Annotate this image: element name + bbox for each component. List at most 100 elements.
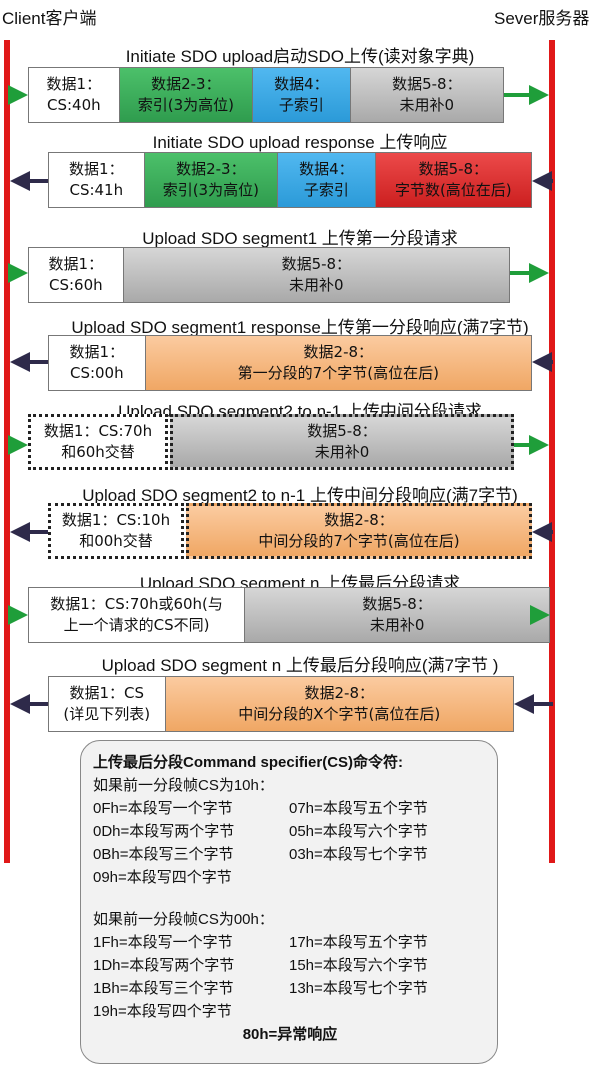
- note-title: 上传最后分段Command specifier(CS)命令符:: [93, 754, 404, 771]
- cs-entry: 03h=本段写七个字节: [289, 846, 428, 863]
- data-field: 数据5-8： 未用补0: [122, 248, 509, 302]
- field-label: 数据5-8：: [281, 255, 352, 273]
- field-label: 数据2-8：: [304, 684, 375, 702]
- cs-row: 19h=本段写四个字节: [93, 1000, 487, 1023]
- message-frame: 数据1：CS (详见下列表) 数据2-8： 中间分段的X个字节(高位在后): [48, 676, 514, 732]
- data-field: 数据1： CS:40h: [29, 68, 119, 122]
- data-field: 数据2-3： 索引(3为高位): [118, 68, 253, 122]
- field-value: 未用补0: [369, 616, 425, 634]
- message-frame: 数据1： CS:60h 数据5-8： 未用补0: [28, 247, 510, 303]
- message-title: Initiate SDO upload启动SDO上传(读对象字典): [125, 47, 475, 66]
- data-field: 数据1： CS:41h: [49, 153, 144, 207]
- cs-entry: 17h=本段写五个字节: [289, 934, 428, 951]
- field-value: CS:00h: [69, 364, 124, 382]
- note-group2-heading: 如果前一分段帧CS为00h：: [93, 911, 274, 928]
- arrow-tail: [514, 694, 553, 714]
- field-value: (详见下列表): [63, 705, 151, 723]
- message-title: Upload SDO segment1 response上传第一分段响应(满7字…: [71, 318, 529, 337]
- message-title: Upload SDO segment n 上传最后分段响应(满7字节 ): [101, 656, 499, 675]
- cs-entry: 1Fh=本段写一个字节: [93, 934, 233, 951]
- field-label: 数据1：: [69, 160, 124, 178]
- message-frame: 数据1： CS:41h 数据2-3： 索引(3为高位) 数据4： 子索引 数据5-8： 字节数…: [48, 152, 532, 208]
- field-value: 未用补0: [289, 276, 344, 294]
- message-title: Upload SDO segment1 上传第一分段请求: [142, 229, 458, 248]
- field-value: CS:60h: [48, 276, 103, 294]
- field-value: 未用补0: [399, 96, 455, 114]
- field-label: 数据1：: [69, 343, 125, 361]
- data-field: 数据2-8： 中间分段的X个字节(高位在后): [164, 677, 513, 731]
- arrow-left-icon: [10, 171, 48, 191]
- field-value: 上一个请求的CS不同): [63, 616, 210, 634]
- data-field: 数据5-8： 字节数(高位在后): [374, 153, 531, 207]
- message-frame: 数据1：CS:10h 和00h交替 数据2-8： 中间分段的7个字节(高位在后): [48, 503, 532, 559]
- data-field: 数据5-8： 未用补0: [244, 588, 549, 642]
- data-field: 数据2-8：第一分段的7个字节(高位在后): [144, 336, 531, 390]
- arrow-tail: [532, 171, 553, 191]
- field-label: 数据1：CS:10h: [61, 511, 171, 529]
- field-label: 数据5-8：: [362, 595, 432, 613]
- field-label: 数据2-8：: [324, 511, 394, 529]
- arrow-left-icon: [10, 694, 48, 714]
- field-label: 数据5-8：: [392, 75, 462, 93]
- field-label: 数据2-3：: [176, 160, 246, 178]
- cs-row: 0Fh=本段写一个字节 07h=本段写五个字节: [93, 797, 487, 820]
- server-label: Sever服务器: [494, 9, 590, 28]
- message-frame: 数据1：CS:70h或60h(与上一个请求的CS不同) 数据5-8： 未用补0: [28, 587, 550, 643]
- data-field: 数据2-3： 索引(3为高位): [143, 153, 278, 207]
- message-frame: 数据1： CS:40h 数据2-3： 索引(3为高位) 数据4：子索引 数据5-8： 未用补…: [28, 67, 504, 123]
- field-label: 数据1：: [48, 255, 104, 273]
- note-group1-heading: 如果前一分段帧CS为10h：: [93, 777, 274, 794]
- cs-entry: 05h=本段写六个字节: [289, 823, 428, 840]
- client-lifeline: [4, 40, 10, 863]
- field-label: 数据1：CS:70h: [43, 422, 153, 440]
- cs-entry: 1Dh=本段写两个字节: [93, 957, 235, 974]
- field-value: 子索引: [303, 181, 349, 199]
- arrow-tail: [8, 435, 28, 455]
- cs-note-box: 上传最后分段Command specifier(CS)命令符: 如果前一分段帧C…: [80, 740, 498, 1064]
- field-label: 数据5-8：: [418, 160, 489, 178]
- client-label: Client客户端: [2, 9, 97, 28]
- field-value: 未用补0: [314, 443, 370, 461]
- field-label: 数据2-3：: [151, 75, 221, 93]
- data-field: 数据4：子索引: [252, 68, 350, 122]
- arrow-right-icon: [504, 85, 549, 105]
- field-value: 中间分段的X个字节(高位在后): [238, 705, 441, 723]
- data-field: 数据1：CS:70h或60h(与上一个请求的CS不同): [29, 588, 245, 642]
- arrow-tail: [532, 522, 553, 542]
- field-value: 字节数(高位在后): [394, 181, 512, 199]
- field-value: 第一分段的7个字节(高位在后): [237, 364, 439, 382]
- server-lifeline: [549, 40, 555, 863]
- arrow-tail: [8, 85, 28, 105]
- field-label: 数据4：: [299, 160, 354, 178]
- field-value: 索引(3为高位): [162, 181, 259, 199]
- field-value: 和00h交替: [79, 532, 153, 550]
- message-title: Upload SDO segment2 to n-1 上传中间分段响应(满7字节…: [82, 486, 518, 505]
- cs-entry: 0Fh=本段写一个字节: [93, 800, 233, 817]
- message-frame: 数据1： CS:00h 数据2-8：第一分段的7个字节(高位在后): [48, 335, 532, 391]
- arrow-tail: [8, 263, 28, 283]
- data-field: 数据1： CS:60h: [29, 248, 123, 302]
- data-field: 数据1：CS (详见下列表): [49, 677, 165, 731]
- field-label: 数据1：CS:70h或60h(与: [50, 595, 223, 613]
- field-label: 数据1：CS: [69, 684, 145, 702]
- data-field: 数据2-8： 中间分段的7个字节(高位在后): [186, 503, 532, 559]
- field-value: CS:40h: [46, 96, 101, 114]
- field-value: 中间分段的7个字节(高位在后): [258, 532, 460, 550]
- cs-entry: 13h=本段写七个字节: [289, 980, 428, 997]
- field-label: 数据1：: [46, 75, 102, 93]
- field-value: 索引(3为高位): [137, 96, 234, 114]
- cs-entry: 07h=本段写五个字节: [289, 800, 428, 817]
- cs-entry: [289, 866, 485, 889]
- field-value: CS:41h: [69, 181, 124, 199]
- note-footer: 80h=异常响应: [242, 1026, 338, 1043]
- arrow-tail: [8, 605, 28, 625]
- field-value: 子索引: [278, 96, 324, 114]
- data-field: 数据4： 子索引: [277, 153, 375, 207]
- data-field: 数据5-8：未用补0: [170, 414, 514, 470]
- data-field: 数据5-8： 未用补0: [349, 68, 503, 122]
